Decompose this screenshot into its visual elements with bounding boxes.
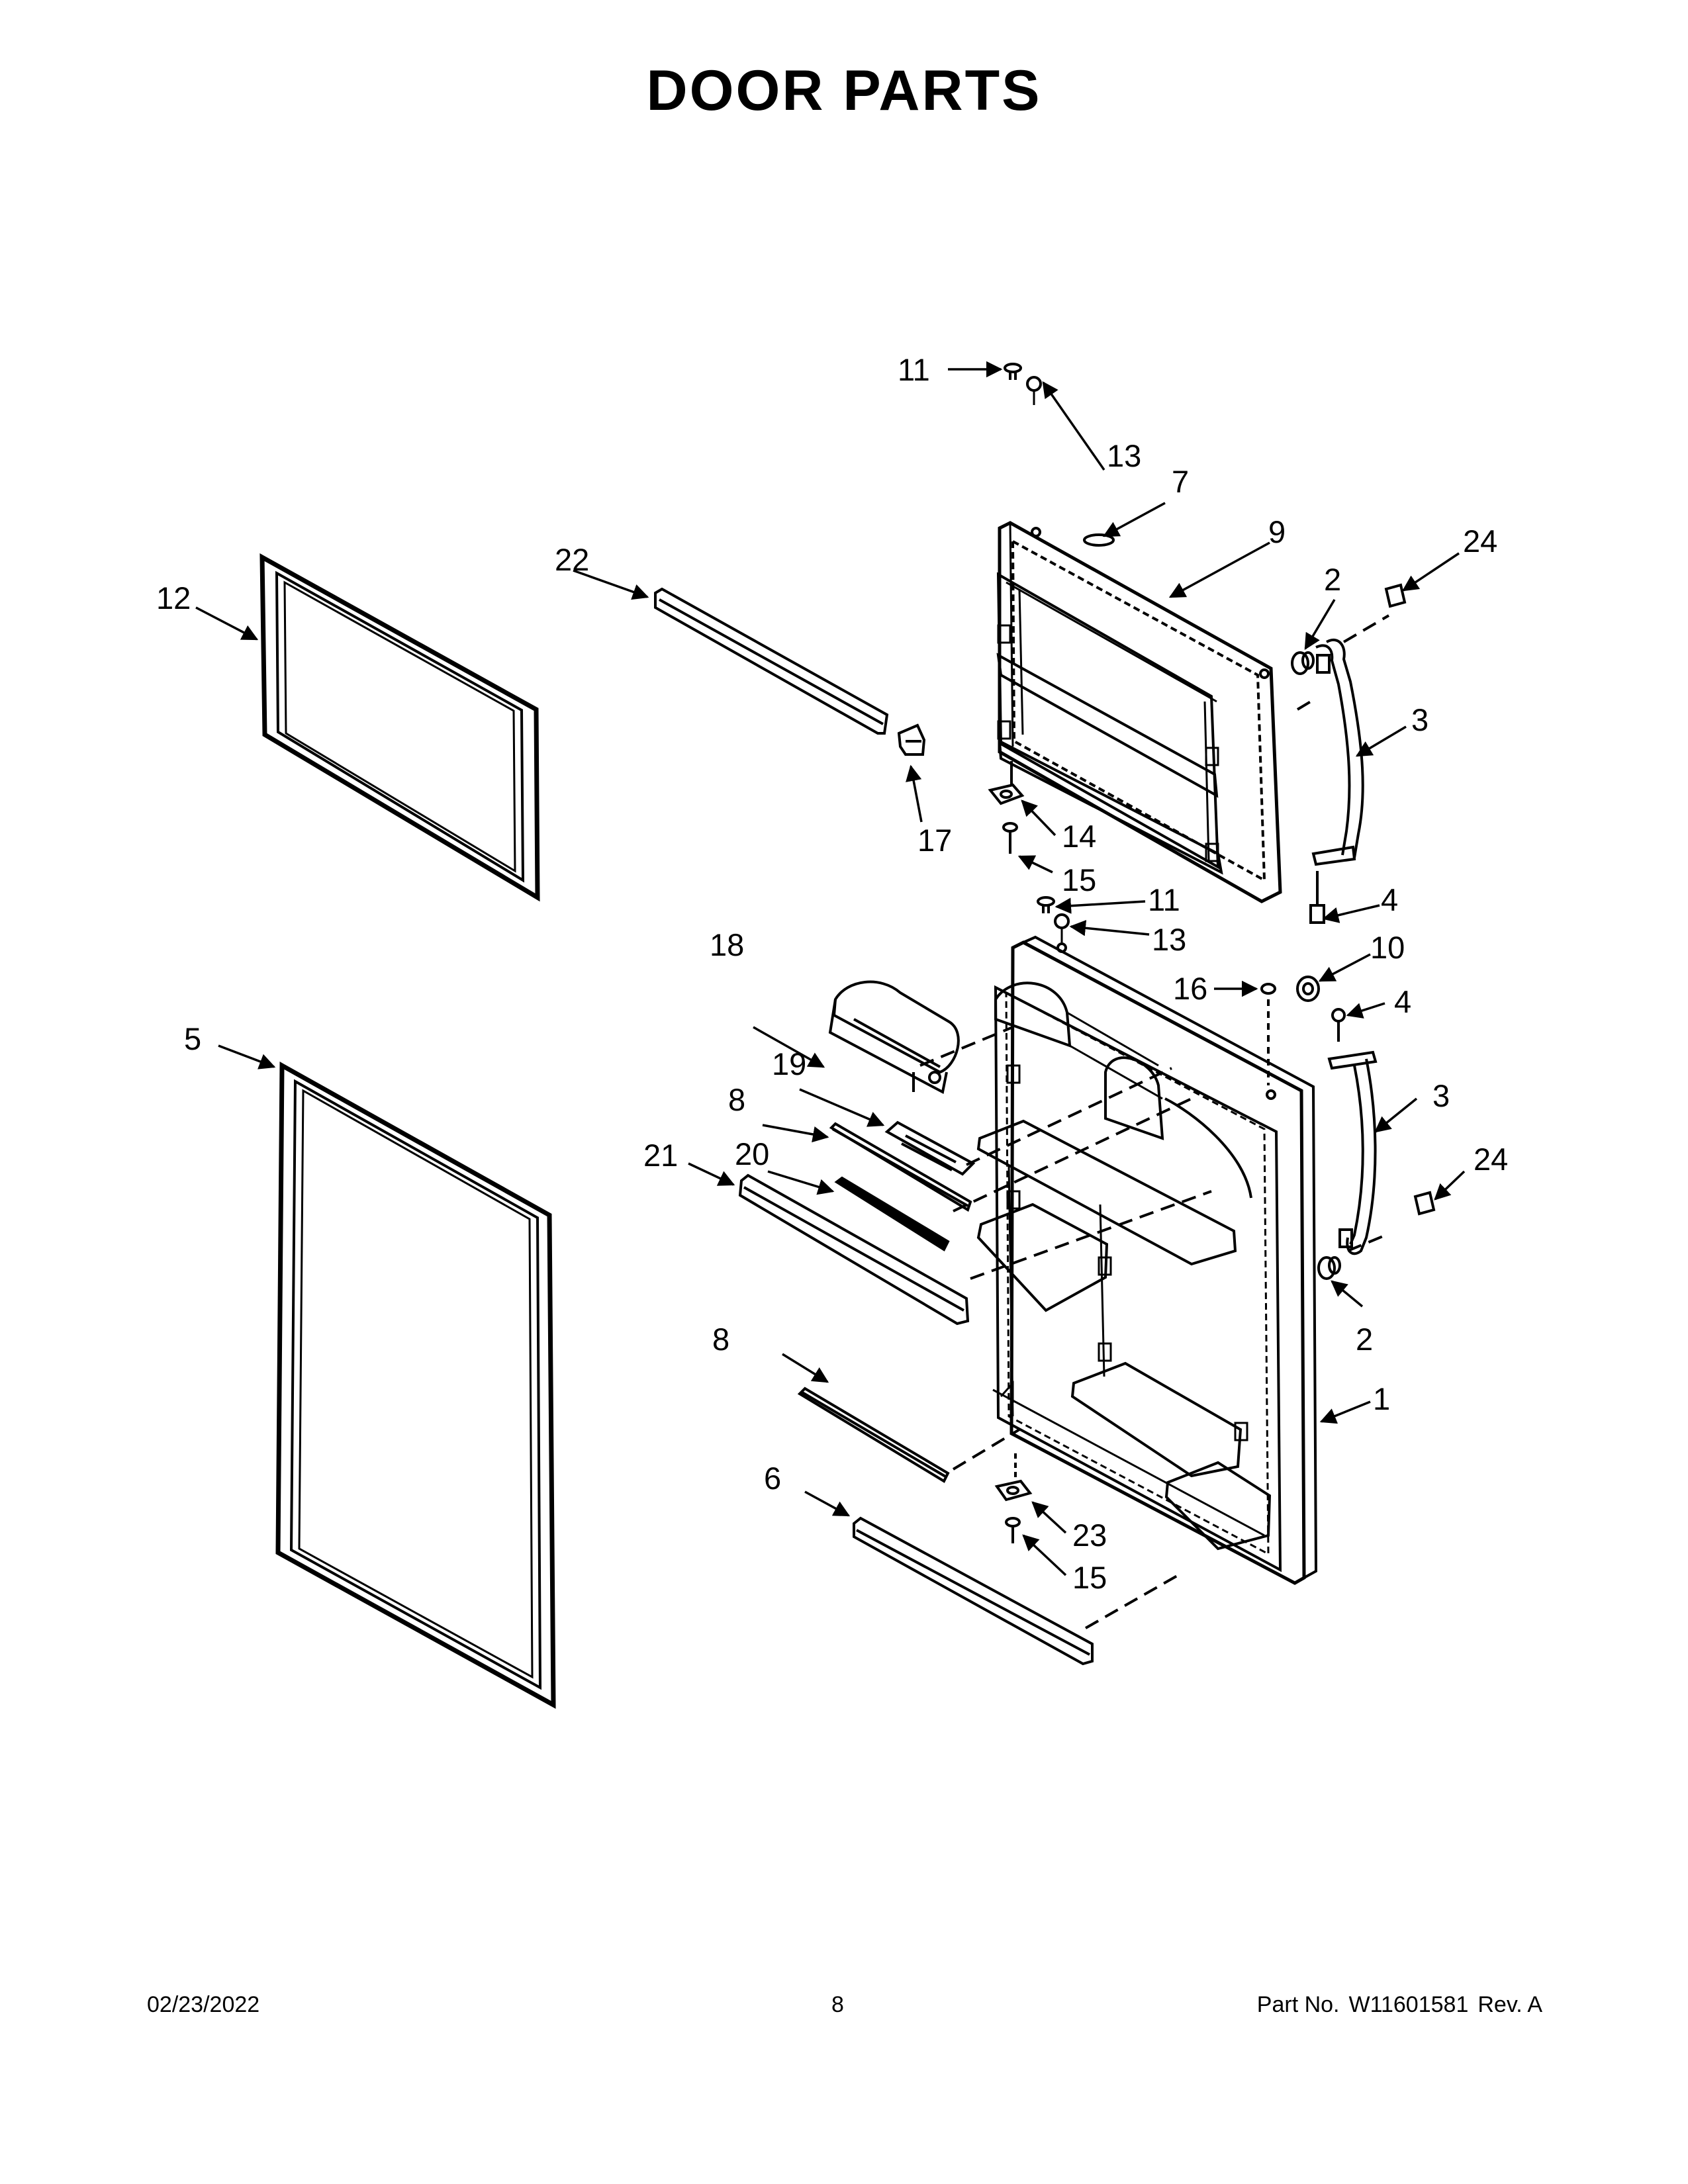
screw-part-15-top: [1002, 822, 1018, 854]
callout-4-top: 4: [1381, 882, 1398, 917]
breaker-strip-part-6: [853, 1516, 1094, 1666]
clip-part-24-lower: [1413, 1191, 1436, 1216]
callout-17: 17: [917, 823, 952, 858]
callout-labels: 11 13 7 9 2 24 3 14 15 17 22 12 4 11 13 …: [156, 352, 1508, 1595]
callout-21: 21: [643, 1138, 678, 1173]
screw-part-4-middle: [1331, 1008, 1346, 1042]
callout-8-upper: 8: [728, 1082, 745, 1117]
part-label: Part No.: [1256, 1992, 1340, 2017]
screw-part-15-bottom: [1005, 1517, 1021, 1543]
callout-22: 22: [555, 542, 589, 577]
revision: Rev. A: [1477, 1992, 1542, 2017]
callout-13-lower: 13: [1152, 922, 1186, 957]
breaker-strip-part-22: [654, 587, 889, 735]
part-number: W11601581: [1348, 1992, 1469, 2017]
callout-20: 20: [735, 1136, 769, 1171]
bushing-part-2-top: [1291, 651, 1315, 675]
plug-part-16: [1260, 983, 1276, 1085]
callout-6: 6: [764, 1461, 781, 1496]
callout-24-top: 24: [1463, 523, 1497, 559]
trim-part-20: [834, 1176, 950, 1251]
footer-part-number: Part No. W11601581 Rev. A: [1248, 1992, 1542, 2018]
callout-1: 1: [1373, 1381, 1390, 1416]
callout-5: 5: [184, 1021, 201, 1056]
fresh-food-door-part-1: [976, 935, 1318, 1585]
freezer-gasket-part-12: [259, 553, 540, 902]
footer-date: 02/23/2022: [147, 1992, 260, 2017]
clip-part-24-top: [1384, 583, 1407, 608]
page-title: DOOR PARTS: [646, 59, 1042, 122]
callout-18: 18: [710, 927, 744, 962]
leader-arrows: [195, 361, 1466, 1576]
callout-10: 10: [1370, 930, 1405, 965]
plug-part-7: [1083, 533, 1115, 547]
trim-part-21: [738, 1173, 970, 1326]
door-handle-part-3-top: [1311, 639, 1364, 866]
door-handle-part-3-lower: [1327, 1050, 1378, 1255]
freezer-door-part-9: [996, 521, 1282, 903]
hinge-part-23: [994, 1453, 1033, 1502]
callout-15-bottom: 15: [1072, 1560, 1107, 1595]
hinge-pin-part-14: [988, 761, 1025, 805]
callout-2-top: 2: [1324, 562, 1341, 597]
screw-part-13-top: [1026, 376, 1042, 405]
screw-part-13-lower: [1054, 913, 1070, 942]
bushing-part-2-lower: [1317, 1256, 1341, 1280]
callout-11-top: 11: [898, 352, 930, 387]
fresh-food-gasket-part-5: [275, 1062, 556, 1709]
callout-9: 9: [1268, 514, 1286, 549]
callout-12: 12: [156, 580, 191, 615]
footer-page-number: 8: [831, 1992, 844, 2017]
callout-7: 7: [1172, 464, 1189, 499]
callout-4-middle: 4: [1394, 984, 1411, 1019]
screw-part-4-top: [1309, 871, 1325, 924]
callout-19: 19: [772, 1046, 806, 1081]
callout-8-lower: 8: [712, 1322, 729, 1357]
callout-24-lower: 24: [1474, 1142, 1508, 1177]
callout-15-top: 15: [1062, 862, 1096, 897]
callout-2-lower: 2: [1356, 1322, 1373, 1357]
callout-3-top: 3: [1411, 702, 1429, 737]
callout-13-top: 13: [1107, 438, 1141, 473]
hinge-part-10: [1296, 976, 1320, 1002]
callout-16: 16: [1173, 971, 1207, 1006]
trim-part-8-upper: [829, 1122, 972, 1212]
door-stop-part-17: [897, 723, 926, 756]
callout-14: 14: [1062, 819, 1096, 854]
assembly-lines: [919, 614, 1390, 1629]
callout-3-lower: 3: [1432, 1078, 1450, 1113]
retainer-part-19: [884, 1120, 976, 1176]
dairy-door-part-18: [828, 980, 960, 1095]
callout-11-lower: 11: [1148, 882, 1180, 917]
trim-part-8-lower: [797, 1387, 950, 1483]
callout-23: 23: [1072, 1518, 1107, 1553]
screw-part-11-lower: [1037, 896, 1055, 913]
screw-part-11-top: [1004, 363, 1022, 380]
